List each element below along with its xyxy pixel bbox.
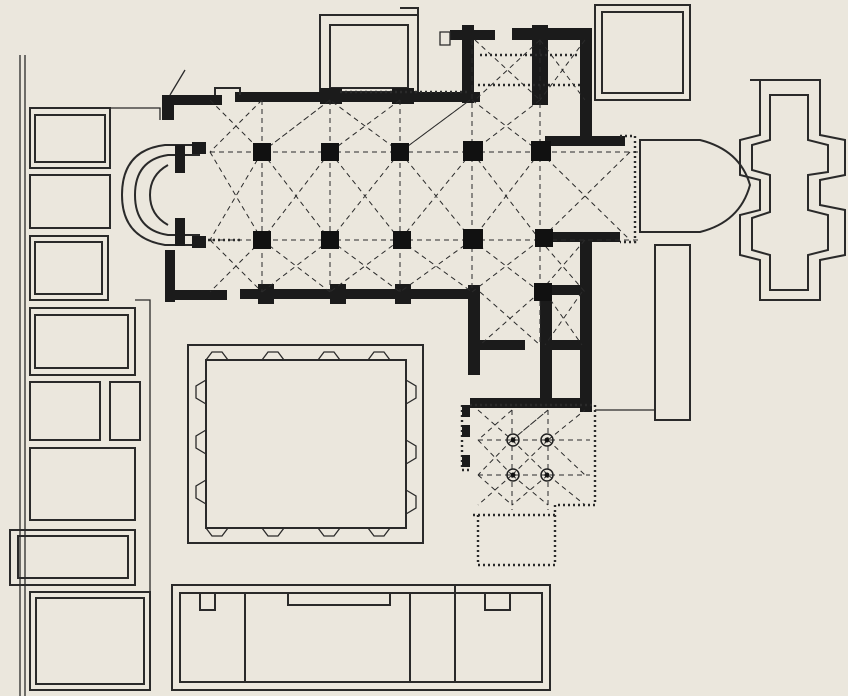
west-apse bbox=[120, 142, 206, 248]
vestry bbox=[477, 409, 590, 510]
east-chapel-complex bbox=[595, 79, 846, 421]
cloister bbox=[187, 344, 424, 544]
west-range-buildings bbox=[9, 107, 161, 691]
south-range-buildings bbox=[171, 584, 551, 691]
nave-piers bbox=[253, 141, 553, 301]
wall-stubs bbox=[439, 31, 591, 467]
north-porch bbox=[214, 87, 241, 95]
dotted-walls bbox=[208, 53, 637, 567]
leader-line bbox=[169, 69, 186, 96]
nave-vault-ribs bbox=[209, 39, 640, 346]
